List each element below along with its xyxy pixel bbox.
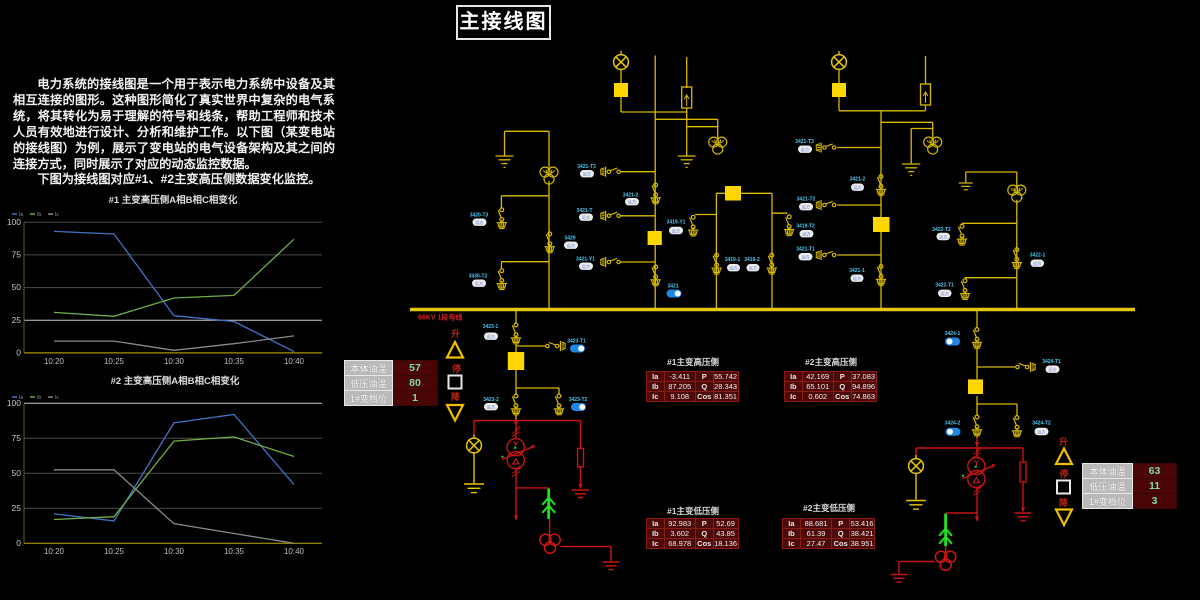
svg-text:远方: 远方	[802, 231, 810, 238]
svg-text:Ic: Ic	[55, 212, 59, 218]
svg-text:远方: 远方	[1048, 366, 1056, 373]
svg-text:3419-2: 3419-2	[744, 257, 760, 263]
svg-text:10:35: 10:35	[224, 357, 245, 366]
svg-text:3422-T1: 3422-T1	[935, 282, 954, 288]
svg-text:3429: 3429	[564, 236, 575, 242]
svg-text:Ia: Ia	[19, 212, 23, 218]
svg-text:3421-T: 3421-T	[577, 208, 593, 214]
svg-text:Ib: Ib	[37, 212, 41, 218]
svg-text:#2 主变高压侧A相B相C相变化: #2 主变高压侧A相B相C相变化	[111, 375, 240, 387]
svg-text:100: 100	[7, 217, 21, 227]
svg-text:10:40: 10:40	[284, 357, 305, 366]
svg-text:0: 0	[16, 538, 21, 548]
svg-text:升: 升	[451, 328, 460, 339]
svg-text:3421-2: 3421-2	[623, 193, 639, 199]
svg-text:远方: 远方	[853, 184, 861, 191]
svg-text:3421: 3421	[667, 284, 678, 290]
svg-text:远方: 远方	[941, 290, 949, 297]
svg-text:3421-T3: 3421-T3	[795, 139, 814, 145]
svg-text:Ib: Ib	[37, 395, 41, 401]
svg-text:10:30: 10:30	[164, 547, 185, 556]
svg-text:3421-1: 3421-1	[849, 268, 865, 274]
svg-text:3424-T2: 3424-T2	[1032, 421, 1051, 427]
svg-text:3423-T2: 3423-T2	[569, 397, 588, 403]
svg-text:75: 75	[12, 250, 22, 260]
svg-text:远方: 远方	[672, 227, 680, 234]
svg-text:远方: 远方	[1033, 260, 1041, 267]
svg-text:远方: 远方	[802, 204, 810, 211]
svg-text:10:25: 10:25	[104, 357, 125, 366]
svg-text:3421-T1: 3421-T1	[796, 247, 815, 253]
svg-text:75: 75	[12, 433, 22, 443]
svg-text:10:35: 10:35	[224, 547, 245, 556]
svg-text:远方: 远方	[729, 265, 737, 272]
svg-text:50: 50	[12, 468, 22, 478]
svg-text:66KV 1段母线: 66KV 1段母线	[418, 313, 462, 322]
svg-text:3419-Y1: 3419-Y1	[667, 220, 686, 226]
svg-text:3422-1: 3422-1	[1030, 252, 1046, 258]
svg-text:10:25: 10:25	[104, 547, 125, 556]
svg-text:3420-T3: 3420-T3	[470, 213, 489, 219]
svg-text:远方: 远方	[487, 404, 495, 411]
svg-text:3421-T3: 3421-T3	[577, 164, 596, 170]
svg-text:升: 升	[1059, 436, 1068, 447]
svg-text:降: 降	[1059, 497, 1069, 508]
svg-text:3430-T2: 3430-T2	[469, 274, 488, 280]
svg-text:远方: 远方	[853, 275, 861, 282]
svg-text:远方: 远方	[939, 233, 947, 240]
svg-text:3423-T1: 3423-T1	[567, 339, 586, 345]
svg-text:10:30: 10:30	[164, 357, 185, 366]
svg-text:Ic: Ic	[55, 395, 59, 401]
svg-text:远方: 远方	[1037, 428, 1045, 435]
svg-text:远方: 远方	[567, 242, 575, 249]
svg-text:远方: 远方	[475, 219, 483, 226]
svg-text:3421-Y1: 3421-Y1	[576, 257, 595, 263]
svg-text:远方: 远方	[582, 214, 590, 221]
svg-text:远方: 远方	[475, 280, 483, 287]
svg-text:10:20: 10:20	[44, 547, 65, 556]
svg-text:降: 降	[451, 391, 461, 402]
svg-text:3424-1: 3424-1	[945, 331, 961, 337]
svg-text:远方: 远方	[583, 171, 591, 178]
svg-text:Ia: Ia	[19, 395, 23, 401]
svg-text:50: 50	[12, 282, 22, 292]
svg-text:远方: 远方	[801, 254, 809, 261]
svg-text:#1 主变高压侧A相B相C相变化: #1 主变高压侧A相B相C相变化	[109, 194, 238, 206]
svg-text:25: 25	[12, 503, 22, 513]
svg-text:3419-1: 3419-1	[725, 257, 741, 263]
svg-text:停: 停	[1059, 468, 1068, 479]
svg-text:0: 0	[16, 348, 21, 358]
svg-text:3423-2: 3423-2	[483, 397, 499, 403]
svg-text:3421-2: 3421-2	[850, 177, 866, 183]
svg-text:100: 100	[7, 398, 21, 408]
svg-text:10:20: 10:20	[44, 357, 65, 366]
svg-text:3419-T2: 3419-T2	[796, 224, 815, 230]
svg-text:3422-T2: 3422-T2	[932, 227, 951, 233]
svg-text:远方: 远方	[801, 146, 809, 153]
svg-text:停: 停	[452, 363, 461, 374]
svg-text:远方: 远方	[749, 265, 757, 272]
svg-text:25: 25	[12, 315, 22, 325]
svg-text:远方: 远方	[628, 199, 636, 206]
svg-text:3421-T2: 3421-T2	[797, 197, 816, 203]
svg-text:远方: 远方	[582, 263, 590, 270]
svg-text:3423-1: 3423-1	[483, 324, 499, 330]
svg-text:远方: 远方	[487, 333, 495, 340]
svg-text:3424-T1: 3424-T1	[1042, 359, 1061, 365]
svg-text:10:40: 10:40	[284, 547, 305, 556]
svg-text:3424-2: 3424-2	[945, 421, 961, 427]
